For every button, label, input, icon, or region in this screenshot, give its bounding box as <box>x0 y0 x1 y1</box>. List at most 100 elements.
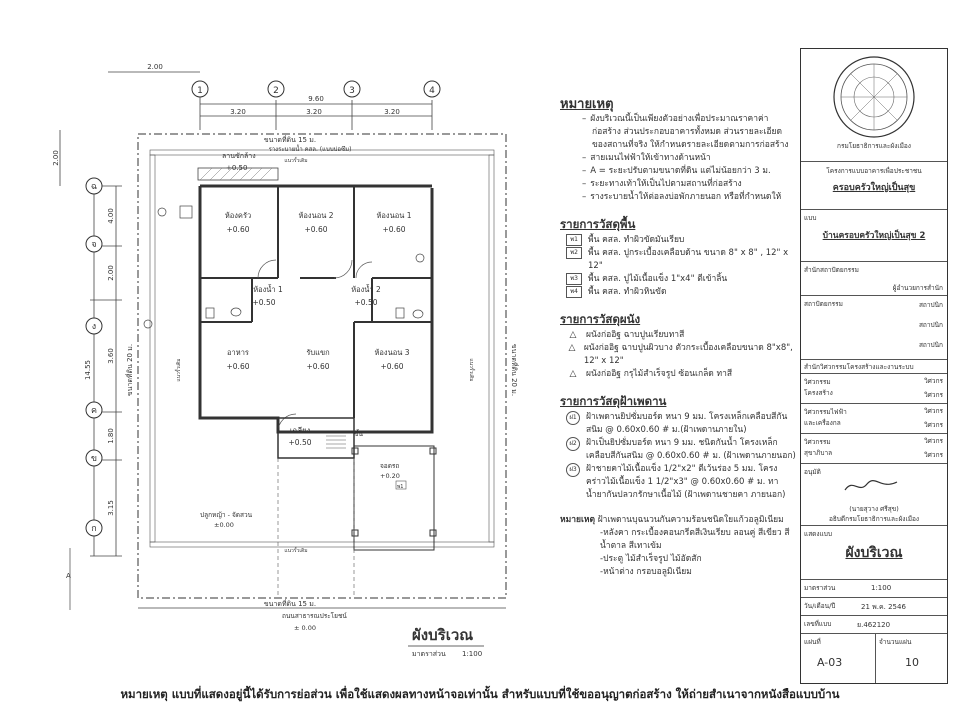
wall-text: ผนังก่ออิฐ กรุไม้สำเร็จรูป ซ้อนเกล็ด ทาส… <box>586 369 733 379</box>
floor-text: พื้น คสล. ปูไม้เนื้อแข็ง 1"x4" ตีเข้าลิ้… <box>588 274 728 284</box>
scale-cell: มาตราส่วน 1:100 <box>801 579 947 597</box>
room-bedroom2-name: ห้องนอน 2 <box>298 211 333 220</box>
title-block: กรมโยธาธิการและผังเมือง โครงการแบบอาคารเ… <box>800 48 948 684</box>
remark-item-label: -หลังคา <box>600 528 629 538</box>
eng-row-right: วิศวกร <box>924 377 943 385</box>
eng-row-structure: วิศวกรรม โครงสร้าง วิศวกร วิศวกร <box>801 373 947 403</box>
remark-item-text: กระเบื้องคอนกรีตสีเงินเรียบ ลอนคู่ สีเขี… <box>600 528 790 551</box>
ceiling-text: ฝ้าเพดานยิปซั่มบอร์ด หนา 9 มม. โครงเหล็ก… <box>586 412 788 435</box>
remark-item-label: -ประตู <box>600 554 624 564</box>
ceiling-text: ฝ้าชายคาไม้เนื้อแข็ง 1/2"x2" ตีเว้นร่อง … <box>586 464 786 500</box>
remark-item: -หลังคา กระเบื้องคอนกรีตสีเงินเรียบ ลอนค… <box>600 527 796 553</box>
signature-mark <box>844 480 898 491</box>
triangle-icon: △ <box>569 330 577 340</box>
remark-item-text: กรอบอลูมิเนียม <box>636 567 692 577</box>
grid-bubble-cho: ฉ <box>91 182 97 192</box>
sheet-label: แสดงแบบ <box>804 530 832 538</box>
room-bathroom2-level: +0.50 <box>355 298 378 307</box>
remark-item-label: -หน้าต่าง <box>600 567 634 577</box>
triangle-icon: △ <box>568 343 576 353</box>
room-kitchen-level: +0.60 <box>227 225 250 234</box>
architect-right-3: สถาปนิก <box>918 341 943 349</box>
notes-list: ผังบริเวณนี้เป็นเพียงตัวอย่างเพื่อประมาณ… <box>560 113 796 204</box>
architect-right-2: สถาปนิก <box>918 321 943 329</box>
room-living-level: +0.60 <box>307 362 330 371</box>
sheet-title: ผังบริเวณ <box>845 545 903 561</box>
dim-left-seg-1: 4.00 <box>107 208 115 224</box>
office-right: ผู้อำนวยการสำนัก <box>892 284 943 292</box>
room-bedroom1-name: ห้องนอน 1 <box>376 211 411 220</box>
remark-list: -หลังคา กระเบื้องคอนกรีตสีเงินเรียบ ลอนค… <box>600 527 796 579</box>
eng-row-right: วิศวกร <box>924 391 943 399</box>
dim-left-seg-4: 1.80 <box>107 428 115 444</box>
emblem-caption: กรมโยธาธิการและผังเมือง <box>837 142 911 150</box>
notes-heading: หมายเหตุ <box>560 97 614 112</box>
sheet-no: A-03 <box>817 656 843 669</box>
date-cell: วัน/เดือน/ปี 21 พ.ค. 2546 <box>801 597 947 615</box>
room-living-name: รับแขก <box>306 348 329 357</box>
office-cell: สำนักสถาปัตยกรรม ผู้อำนวยการสำนัก <box>801 261 947 295</box>
plan-scale-value: 1:100 <box>462 650 482 658</box>
type-cell: แบบ บ้านครอบครัวใหญ่เป็นสุข 2 <box>801 209 947 261</box>
scale-value: 1:100 <box>871 584 892 592</box>
date-value: 21 พ.ค. 2546 <box>861 603 906 611</box>
grid-bubble-kho: ข <box>91 454 97 464</box>
eng-row-electrical: วิศวกรรมไฟฟ้า และเครื่องกล วิศวกร วิศวกร <box>801 403 947 433</box>
department-seal-icon <box>833 56 915 138</box>
grid-bubble-2: 2 <box>273 86 279 96</box>
eng-row-sanitary: วิศวกรรม สุขาภิบาล วิศวกร วิศวกร <box>801 433 947 463</box>
fence-left-label: แนวรั้วเดิม <box>173 358 182 381</box>
eng-row-label: วิศวกรรม <box>804 438 831 446</box>
floor-materials-heading: รายการวัสดุพื้น <box>560 217 636 231</box>
ceiling-materials-heading: รายการวัสดุฝ้าเพดาน <box>560 394 667 408</box>
floor-text: พื้น คสล. ทำผิวหินขัด <box>588 287 667 297</box>
project-cell: โครงการแบบอาคารเพื่อประชาชน ครอบครัวใหญ่… <box>801 161 947 213</box>
remark-item: -ประตู ไม้สำเร็จรูป ไม้อัดสัก <box>600 553 796 566</box>
scale-label: มาตราส่วน <box>804 584 836 592</box>
sheet-count: 10 <box>905 656 919 669</box>
eng-row-right: วิศวกร <box>924 437 943 445</box>
note-item: สายเมนไฟฟ้าให้เข้าทางด้านหน้า <box>590 152 796 165</box>
wall-item: △1ผนังก่ออิฐ ฉาบปูนเรียบทาสี <box>566 329 796 342</box>
parking-label: จอดรถ <box>380 462 399 470</box>
stair-label: ขึ้น <box>354 429 363 438</box>
date-label: วัน/เดือน/ปี <box>804 602 836 610</box>
room-bedroom3-level: +0.60 <box>381 362 404 371</box>
ceiling-code: ฝ2 <box>566 437 580 451</box>
approval-cell: อนุมัติ (นายสุวาง ศรีสุข) อธิบดีกรมโยธาธ… <box>801 463 947 535</box>
number-value: ย.462120 <box>857 621 891 629</box>
axis-a-label: A <box>66 572 71 580</box>
eng-row-label: โครงสร้าง <box>804 389 833 397</box>
eng-office-cell: สำนักวิศวกรรมโครงสร้างและงานระบบ <box>801 359 947 373</box>
boundary-left-label: ขนาดที่ดิน 20 ม. <box>125 344 134 396</box>
wall-text: ผนังก่ออิฐ ฉาบปูนผิวบาง ตัวกระเบื้องเคลื… <box>583 343 793 366</box>
grid-bubble-3: 3 <box>349 86 355 96</box>
floor-code: พ2 <box>566 247 582 259</box>
note-item: รางระบายน้ำให้ต่อลงบ่อพักภายนอก หรือที่ก… <box>590 191 796 204</box>
type-name: บ้านครอบครัวใหญ่เป็นสุข 2 <box>822 231 926 241</box>
footer-note: หมายเหตุ แบบที่แสดงอยู่นี้ได้รับการย่อส่… <box>120 687 840 701</box>
fence-right-label: แนวรั้วเดิม <box>468 358 477 381</box>
grid-bubble-ngo: ง <box>92 322 96 332</box>
eng-row-right: วิศวกร <box>924 421 943 429</box>
room-bedroom1-level: +0.60 <box>383 225 406 234</box>
project-name: ครอบครัวใหญ่เป็นสุข <box>832 183 916 193</box>
wall-text: ผนังก่ออิฐ ฉาบปูนเรียบทาสี <box>586 330 685 340</box>
dim-bay-3: 3.20 <box>384 108 400 116</box>
room-dining-level: +0.60 <box>227 362 250 371</box>
approve-label: อนุมัติ <box>804 468 821 476</box>
sheet-number-cell: แผ่นที่ จำนวนแผ่น A-03 10 <box>801 633 947 683</box>
floor-code: พ1 <box>566 234 582 246</box>
room-kitchen-name: ห้องครัว <box>225 211 251 220</box>
dim-left-seg-5: 3.15 <box>107 500 115 516</box>
type-label: แบบ <box>804 214 817 222</box>
architect-label: สถาปัตยกรรม <box>804 300 843 308</box>
fence-top-label: แนวรั้วเดิม <box>284 155 307 164</box>
dim-bay-2: 3.20 <box>306 108 322 116</box>
ceiling-code: ฝ3 <box>566 463 580 477</box>
dim-bay-1: 3.20 <box>230 108 246 116</box>
room-bedroom3-name: ห้องนอน 3 <box>374 348 409 357</box>
remark-item: -หน้าต่าง กรอบอลูมิเนียม <box>600 566 796 579</box>
